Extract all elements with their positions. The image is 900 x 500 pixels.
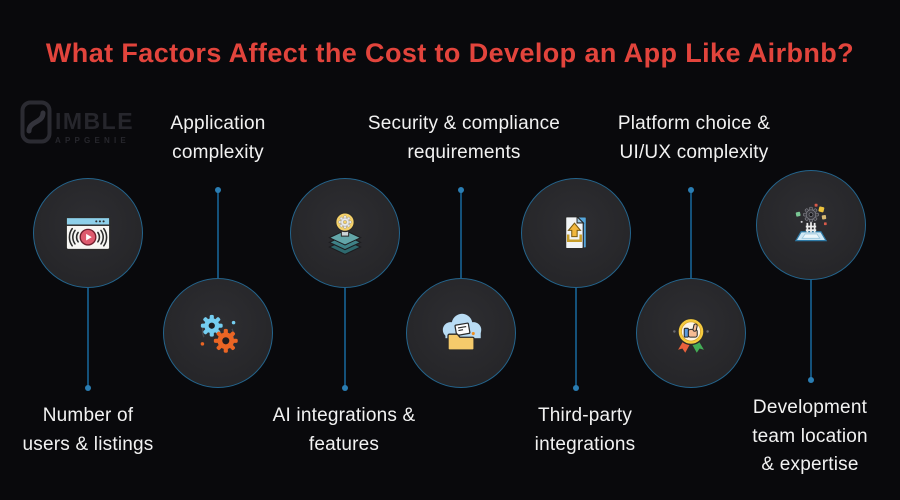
badge-thumbs-up-icon — [664, 306, 718, 360]
factor-circle-development-team — [756, 170, 866, 280]
connector-line — [458, 187, 464, 278]
connector-dot — [85, 385, 91, 391]
factor-circle-application-complexity — [163, 278, 273, 388]
logo-subtext: APPGENIE — [55, 136, 130, 145]
factor-circle-third-party — [521, 178, 631, 288]
cloud-folder-icon — [434, 306, 488, 360]
connector-dot — [342, 385, 348, 391]
nimble-logo: IMBLE APPGENIE — [20, 100, 134, 149]
logo-text: IMBLE — [55, 108, 135, 134]
platform-launch-icon — [784, 198, 838, 252]
factor-label-ai-integrations: AI integrations & features — [272, 405, 416, 455]
factor-label-development-team: Development team location & expertise — [752, 397, 868, 475]
connector-dot — [573, 385, 579, 391]
connector-dot — [688, 187, 694, 193]
factor-label-third-party: Third-party integrations — [534, 405, 636, 455]
factor-label-security-compliance: Security & compliance requirements — [367, 113, 561, 163]
factor-circle-security-compliance — [406, 278, 516, 388]
page-title: What Factors Affect the Cost to Develop … — [45, 38, 855, 68]
connector-dot — [458, 187, 464, 193]
factor-label-platform-choice: Platform choice & UI/UX complexity — [617, 113, 771, 163]
connector-line — [573, 288, 579, 391]
document-upload-icon — [549, 206, 603, 260]
connector-line — [215, 187, 221, 278]
factor-label-number-of-users: Number of users & listings — [22, 405, 154, 455]
browser-video-icon — [61, 206, 115, 260]
connector-line — [85, 288, 91, 391]
connector-dot — [215, 187, 221, 193]
connector-line — [808, 280, 814, 383]
connector-line — [688, 187, 694, 278]
factor-label-application-complexity: Application complexity — [170, 113, 266, 163]
nimble-shield-icon — [20, 100, 52, 149]
factor-circle-number-of-users — [33, 178, 143, 288]
connector-dot — [808, 377, 814, 383]
idea-layers-icon — [318, 206, 372, 260]
connector-line — [342, 288, 348, 391]
factor-circle-ai-integrations — [290, 178, 400, 288]
gears-icon — [191, 306, 245, 360]
factor-circle-platform-choice — [636, 278, 746, 388]
